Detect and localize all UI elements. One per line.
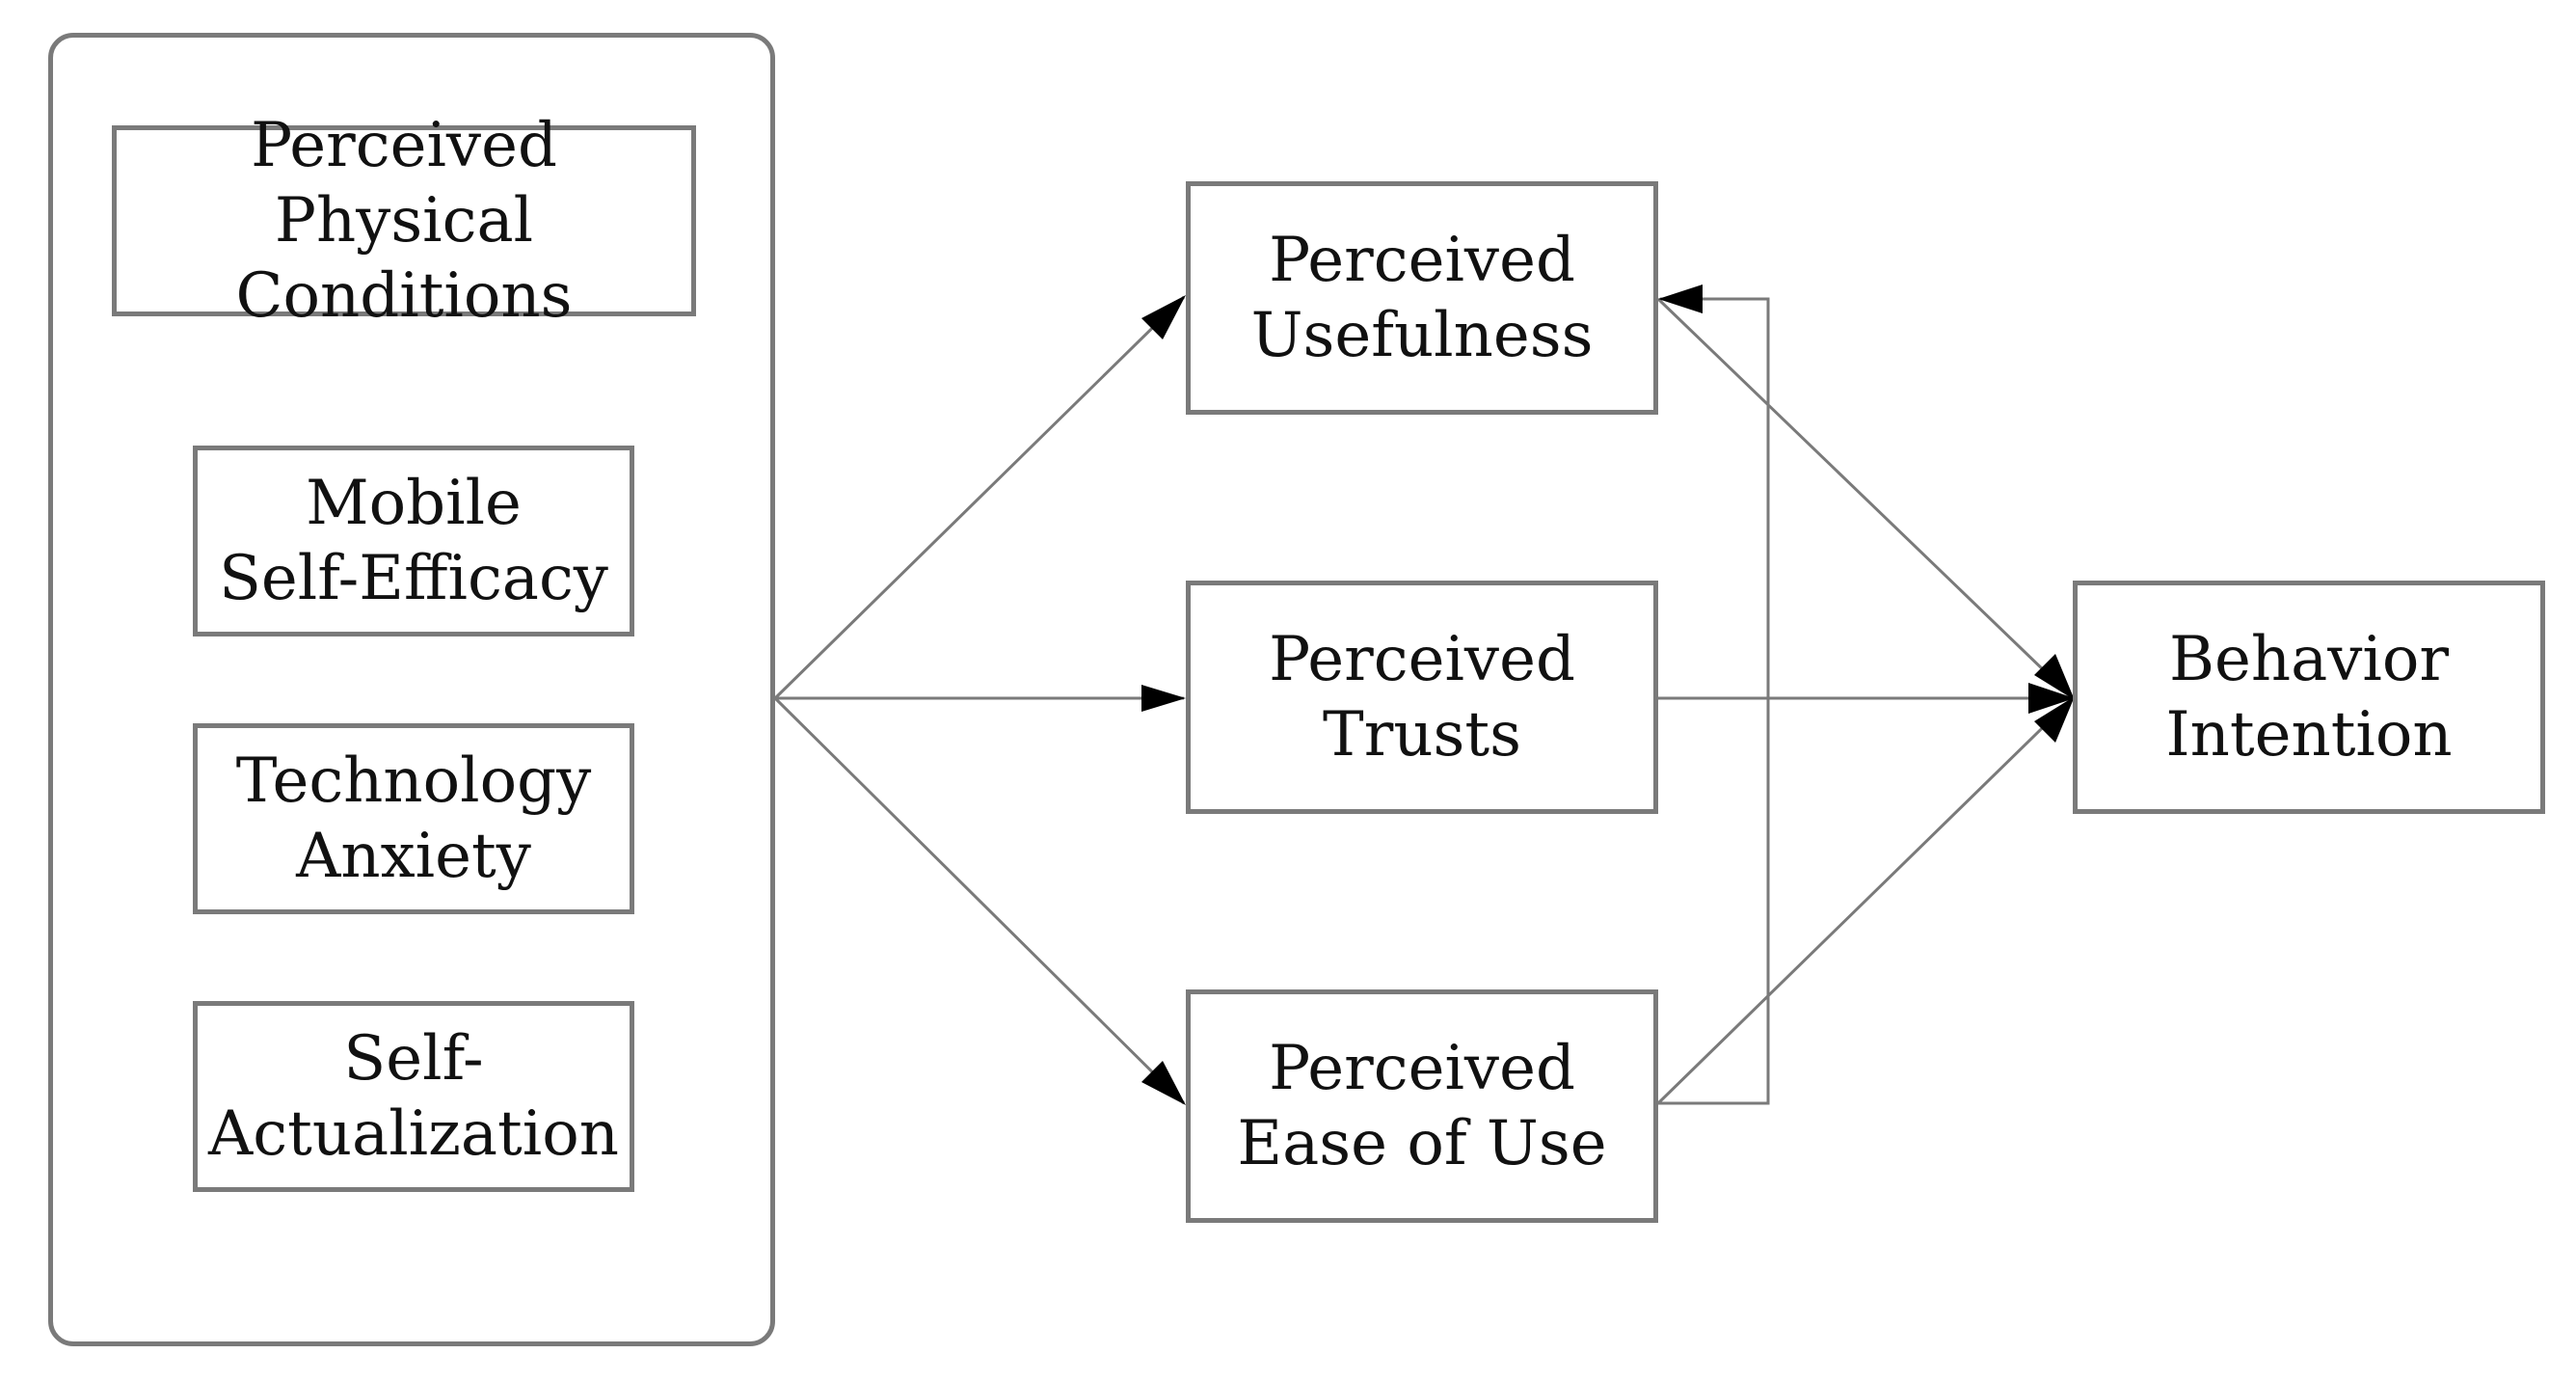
node-label-line: Intention [2165, 699, 2453, 771]
arrowhead-ease-of-use [1141, 1061, 1186, 1105]
arrowhead-intention-top [2034, 654, 2075, 700]
node-self-actualization: Self- Actualization [193, 1001, 634, 1192]
node-label-line: Perceived Physical [251, 109, 557, 257]
node-label-line: Mobile [306, 467, 522, 539]
arrowhead-trusts [1141, 685, 1186, 712]
node-label-line: Trusts [1323, 699, 1521, 771]
arrow-antecedents-to-usefulness [773, 295, 1186, 700]
node-label-line: Actualization [208, 1098, 619, 1170]
node-label-line: Conditions [235, 260, 573, 333]
node-label-line: Behavior [2168, 623, 2450, 695]
arrow-ease-of-use-to-intention [1656, 696, 2075, 1105]
node-mobile-self-efficacy: Mobile Self-Efficacy [193, 446, 634, 636]
antecedents-group [48, 33, 775, 1346]
arrowhead-intention-bottom [2034, 696, 2075, 743]
node-label-line: Perceived [1269, 224, 1575, 296]
node-label-line: Anxiety [296, 821, 531, 892]
node-label-line: Usefulness [1250, 300, 1594, 371]
node-perceived-physical-conditions: Perceived Physical Conditions [112, 110, 696, 332]
node-perceived-ease-of-use: Perceived Ease of Use [1186, 989, 1658, 1223]
arrow-ease-of-use-to-usefulness [1658, 297, 1770, 1105]
arrowhead-feedback-usefulness [1658, 284, 1703, 313]
node-behavior-intention: Behavior Intention [2073, 581, 2545, 814]
arrowhead-usefulness [1141, 295, 1186, 339]
arrowhead-intention-middle [2028, 683, 2075, 714]
node-technology-anxiety: Technology Anxiety [193, 723, 634, 914]
node-perceived-trusts: Perceived Trusts [1186, 581, 1658, 814]
node-label-line: Self- [343, 1022, 484, 1095]
node-label-line: Self-Efficacy [219, 543, 608, 614]
arrow-antecedents-to-ease-of-use [773, 696, 1186, 1105]
node-label-line: Ease of Use [1237, 1108, 1607, 1179]
arrow-usefulness-to-intention [1656, 297, 2075, 700]
node-label-line: Perceived [1269, 623, 1575, 695]
node-label-line: Perceived [1269, 1032, 1575, 1104]
node-perceived-usefulness: Perceived Usefulness [1186, 181, 1658, 415]
node-label-line: Technology [235, 745, 592, 817]
